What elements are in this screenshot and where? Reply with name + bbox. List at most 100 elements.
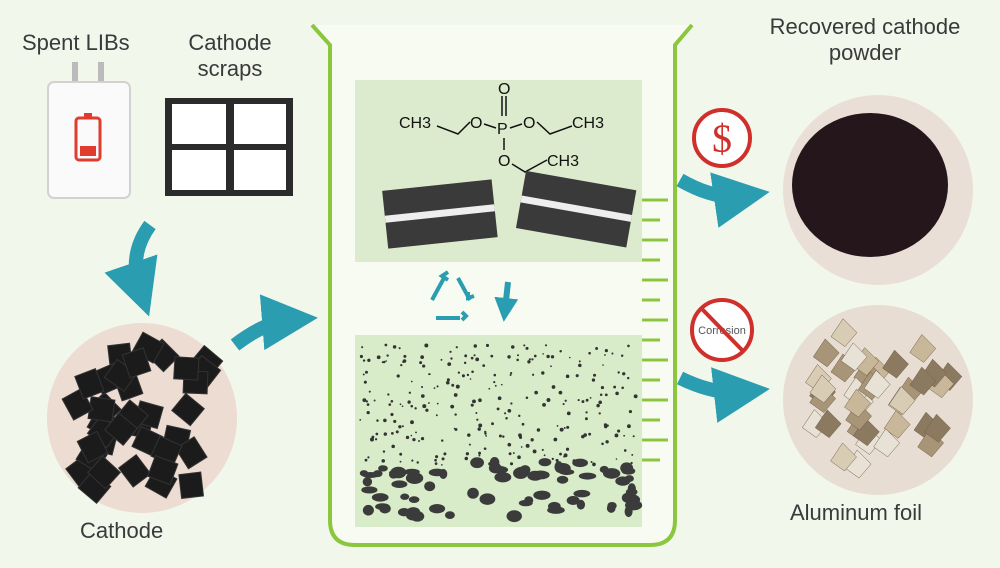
foil-piece: [888, 386, 916, 415]
particle: [375, 432, 379, 436]
sediment-particle: [572, 458, 588, 468]
particle: [532, 449, 537, 454]
particle: [518, 414, 521, 418]
atom-o-bottom: O: [498, 153, 510, 170]
sediment-particle: [362, 504, 374, 516]
particle: [509, 462, 514, 466]
particle: [420, 394, 425, 398]
particle: [553, 437, 558, 442]
particle: [469, 378, 472, 380]
arrow-down-icon: [494, 281, 519, 322]
sediment-particle: [470, 457, 485, 469]
particle: [398, 425, 402, 429]
recycle-icon: [430, 270, 475, 322]
sediment-particle: [573, 489, 591, 498]
dispersed-particles: [359, 343, 643, 523]
particle: [490, 354, 494, 358]
particle: [390, 412, 394, 417]
sediment-particle: [556, 475, 569, 484]
particle: [614, 433, 619, 438]
particle: [366, 411, 370, 415]
particle: [627, 424, 631, 429]
particle: [419, 361, 423, 365]
cathode-piece: [171, 392, 205, 427]
particle: [399, 403, 402, 406]
particle: [541, 371, 545, 375]
particle: [485, 434, 487, 437]
particle: [441, 464, 443, 466]
label-spent-libs: Spent LIBs: [22, 30, 130, 55]
particle: [478, 454, 481, 457]
particle: [559, 452, 562, 456]
particle: [508, 452, 512, 456]
particle: [418, 440, 420, 442]
particle: [558, 390, 563, 395]
particle: [422, 364, 426, 368]
particle: [555, 458, 559, 462]
particle: [453, 393, 458, 397]
foil-piece: [809, 374, 837, 404]
particle: [534, 390, 538, 395]
foil-piece: [844, 388, 871, 418]
particle: [433, 387, 436, 390]
particle: [436, 385, 439, 388]
particle: [578, 360, 581, 363]
cathode-piece: [173, 356, 200, 381]
particle: [383, 418, 387, 423]
particle: [505, 416, 508, 420]
sediment-particle: [371, 493, 389, 502]
particle: [562, 402, 565, 406]
particle: [475, 411, 478, 414]
sediment-particle: [615, 476, 631, 486]
foil-piece: [883, 410, 911, 439]
particle: [542, 353, 544, 355]
triethyl-phosphate-structure: CH3 O P O O CH3 O CH3: [399, 81, 604, 173]
particle: [392, 345, 397, 349]
particle: [410, 380, 413, 383]
sediment-particle: [406, 511, 422, 521]
particle: [601, 442, 604, 446]
atom-o-right: O: [523, 115, 535, 132]
particle: [393, 419, 397, 424]
particle: [454, 413, 457, 416]
sediment-particle: [375, 503, 390, 510]
no-cost-sign: $: [692, 108, 752, 168]
foil-piece: [840, 342, 868, 372]
particle: [543, 454, 546, 457]
particle: [500, 383, 503, 386]
particle: [473, 354, 476, 357]
particle: [415, 431, 417, 434]
particle: [410, 420, 414, 425]
particle: [475, 357, 480, 362]
particle: [623, 449, 627, 452]
particle: [517, 455, 521, 460]
particle: [613, 385, 617, 389]
particle: [532, 373, 535, 376]
particle: [592, 462, 596, 467]
cathode-piece: [174, 436, 208, 470]
particle: [463, 361, 467, 365]
particle: [428, 373, 431, 376]
particle: [626, 376, 630, 380]
particle: [604, 354, 606, 356]
particle: [396, 374, 400, 378]
particle: [422, 404, 427, 409]
particle: [361, 346, 364, 349]
foil-piece: [924, 413, 951, 443]
particle: [478, 423, 483, 428]
particle: [588, 432, 592, 436]
particle: [371, 435, 375, 439]
particle: [632, 435, 635, 438]
cathode-piece: [147, 454, 179, 486]
sediment-particle: [524, 496, 534, 505]
atom-o-top: O: [498, 81, 510, 98]
foil-piece: [830, 442, 857, 472]
particle: [493, 380, 496, 384]
foil-pieces: [801, 318, 963, 479]
particle: [563, 453, 568, 458]
arrow-right-icon: [230, 294, 318, 351]
powder-pile: [792, 113, 948, 257]
particle: [512, 452, 515, 454]
label-cathode-scraps: Cathode scraps: [188, 30, 272, 81]
particle: [457, 371, 461, 374]
